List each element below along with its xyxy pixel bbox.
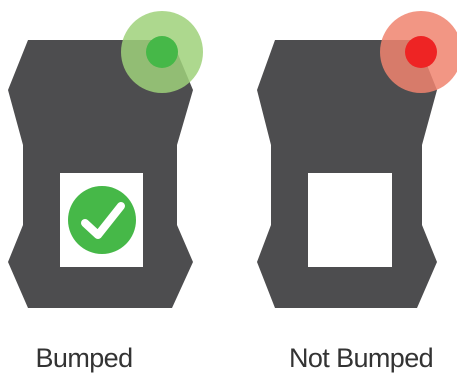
device-figure-not-bumped: Not Bumped — [229, 0, 457, 378]
status-light-icon — [121, 11, 203, 93]
device-screen — [308, 173, 392, 267]
device-label-bumped: Bumped — [0, 343, 198, 373]
device-label-not-bumped: Not Bumped — [247, 343, 457, 373]
gas-detector-device — [229, 0, 457, 330]
gas-detector-device — [0, 0, 228, 330]
device-figure-bumped: Bumped — [0, 0, 228, 378]
indicator-light — [405, 36, 437, 68]
indicator-light — [146, 36, 178, 68]
check-circle-icon — [68, 186, 136, 254]
